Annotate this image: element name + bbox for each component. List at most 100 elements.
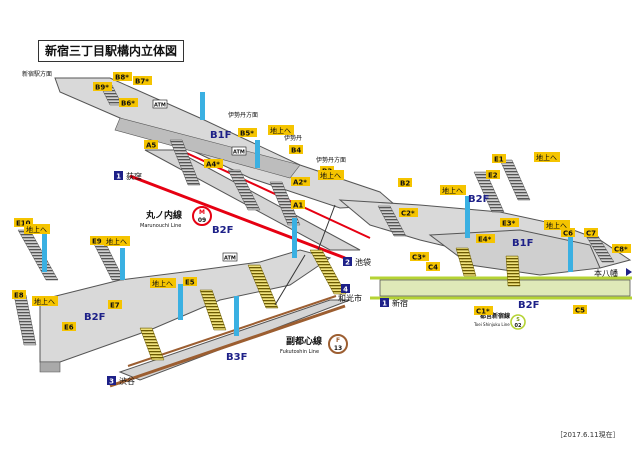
exit-badge-bg [399, 208, 418, 217]
fukutoshin-badge-letter: F [336, 337, 340, 344]
exit-label: E7 [110, 302, 120, 310]
fukutoshin-line-name: 副都心線 [286, 335, 322, 347]
exit-label: C3* [412, 254, 426, 262]
platform-stairs-2 [247, 264, 279, 309]
elevator-shaft-8 [200, 92, 205, 120]
exit-badge-bg [289, 145, 303, 154]
ground-label-bg [32, 296, 58, 306]
stairs-3 [269, 181, 301, 226]
shinjuku-badge-letter: S [516, 317, 520, 323]
ground-label-bg [318, 170, 344, 180]
platform-stairs-6 [505, 255, 521, 287]
exit-badge-bg [238, 128, 257, 137]
shinjuku-line-en: Toei Shinjuku Line [473, 322, 510, 327]
atm-icon: ATM [154, 103, 166, 109]
exit-label: C4 [428, 264, 438, 272]
exit-badge-bg [561, 228, 575, 237]
svg-text:4: 4 [343, 286, 348, 294]
exit-label: E1 [494, 156, 504, 164]
shinjuku-line-badge [510, 314, 526, 330]
ground-label-bg [150, 278, 176, 288]
isetan-direction-1: 伊勢丹方面 [228, 111, 258, 119]
exit-badge-bg [291, 177, 310, 186]
ground-label-bg [104, 236, 130, 246]
exit-label: B7* [135, 78, 149, 86]
platform-stairs-1 [199, 289, 227, 331]
ground-label: 地上へ [26, 225, 47, 234]
atm-icon-bg [222, 252, 238, 262]
ground-label: 地上へ [320, 171, 341, 180]
connector-1 [317, 204, 336, 251]
b2f-concourse-left-wall [39, 361, 61, 373]
elevator-shaft-4 [234, 296, 239, 336]
marunouchi-track [129, 174, 346, 260]
exit-badge-bg [573, 305, 587, 314]
exit-label: E8 [14, 292, 24, 300]
exit-label: C2* [401, 210, 415, 218]
isetan-direction-3: 伊勢丹方面 [316, 156, 346, 164]
exit-badge-bg [500, 218, 519, 227]
exit-badge-bg [410, 252, 429, 261]
stairs-e10 [17, 229, 59, 281]
exit-label: E10 [16, 220, 31, 228]
exit-badges: B9*B8*B7*B6*B5*B4B3B2A5A4*A2*A1C2*C3*C4C… [12, 72, 631, 332]
elevator-shaft-6 [465, 196, 470, 238]
atm-icon: ATM [233, 150, 245, 156]
exit-label: C5 [575, 307, 585, 315]
svg-text:新宿: 新宿 [392, 298, 408, 308]
isetan-2: 伊勢丹 [284, 134, 302, 142]
marunouchi-badge-num: 09 [198, 217, 206, 224]
exit-badge-bg [612, 244, 631, 253]
exit-badge-bg [426, 262, 440, 271]
exit-badge-bg [204, 159, 223, 168]
exit-badge-bg [183, 277, 197, 286]
exit-label: C8* [614, 246, 628, 254]
shinjuku-badge-num: 02 [515, 323, 522, 329]
ground-label-bg [268, 125, 294, 135]
exit-badge-bg [476, 234, 495, 243]
exit-badge-bg [90, 236, 104, 245]
level-label-b2f-mid: B2F [212, 225, 233, 236]
level-label-b2f-right-bottom: B2F [518, 300, 539, 311]
level-label-b2f-right-top: B2F [468, 194, 489, 205]
ground-label: 地上へ [270, 126, 291, 135]
svg-text:和光市: 和光市 [338, 293, 362, 303]
svg-text:3: 3 [109, 378, 114, 386]
ground-label-bg [440, 185, 466, 195]
exit-label: C1* [476, 308, 490, 316]
ground-label: 地上へ [442, 186, 463, 195]
atm-icon-bg [231, 146, 247, 156]
exit-badge-bg [291, 200, 305, 209]
exit-badge-bg [144, 140, 158, 149]
exit-label: C6 [563, 230, 573, 238]
direction-motoyawata: 本八幡 [594, 268, 632, 278]
exit-badge-bg [113, 72, 132, 81]
exit-label: E6 [64, 324, 74, 332]
atm-icon-bg [152, 99, 168, 109]
stairs-2 [227, 169, 261, 211]
exit-badge-bg [398, 178, 412, 187]
diagram-title: 新宿三丁目駅構内立体図 [38, 40, 185, 62]
exit-label: B2 [400, 180, 410, 188]
exit-label: E5 [185, 279, 195, 287]
ground-label: 地上へ [546, 221, 567, 230]
shinjuku-station-direction: 新宿駅方面 [22, 70, 52, 78]
exit-label: C7 [586, 230, 596, 238]
ground-label: 地上へ [106, 237, 127, 246]
exit-label: B4 [291, 147, 301, 155]
exit-badge-bg [108, 300, 122, 309]
exit-label: B6* [121, 100, 135, 108]
exit-badge-bg [492, 154, 506, 163]
level-label-b1f-right: B1F [512, 238, 533, 249]
exit-label: A5 [146, 142, 156, 150]
svg-text:池袋: 池袋 [355, 257, 371, 267]
elevator-shaft-2 [120, 248, 125, 280]
elevator-shaft-1 [42, 232, 47, 272]
svg-text:1: 1 [116, 173, 121, 181]
exit-badge-bg [12, 290, 26, 299]
elevator-shaft-9 [255, 140, 260, 168]
